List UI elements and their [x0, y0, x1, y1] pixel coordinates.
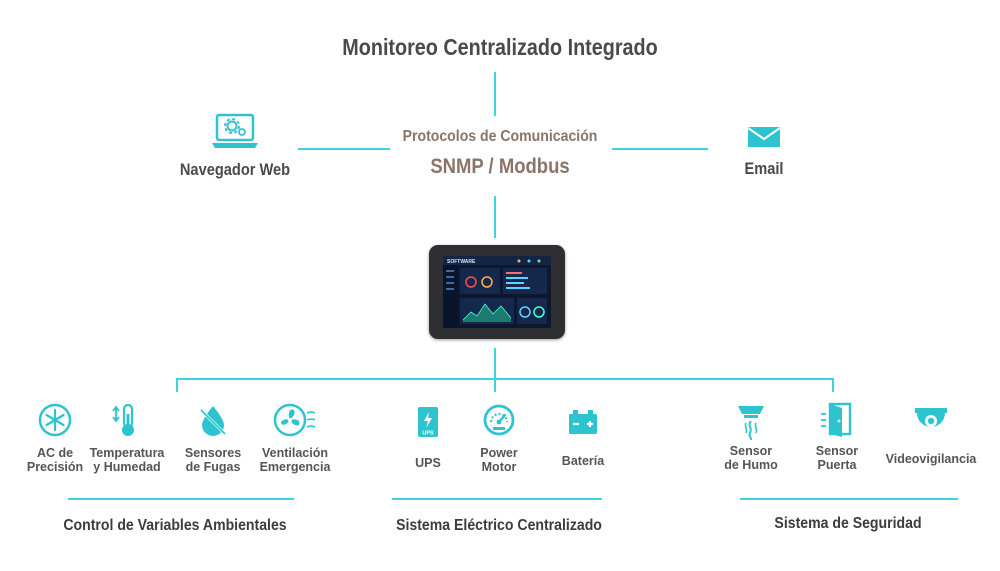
- item-label: Sensores de Fugas: [184, 446, 242, 474]
- bus-horizontal: [176, 378, 834, 380]
- protocol-value: SNMP / Modbus: [430, 155, 570, 178]
- browser-label: Navegador Web: [179, 160, 291, 179]
- group-underline-environment: [68, 498, 294, 500]
- item-leak-sensors: Sensores de Fugas: [158, 402, 268, 474]
- item-emergency-ventilation: Ventilación Emergencia: [240, 402, 350, 474]
- tablet-screen: SOFTWARE: [443, 256, 551, 328]
- item-label: AC de Precisión: [26, 446, 84, 474]
- group-label-security: Sistema de Seguridad: [774, 515, 922, 532]
- item-label: Videovigilancia: [885, 452, 977, 466]
- group-label-electrical: Sistema Eléctrico Centralizado: [396, 517, 602, 534]
- connector-browser: [298, 148, 390, 150]
- item-power-motor: Power Motor: [444, 402, 554, 474]
- battery-icon: [569, 410, 597, 434]
- bus-drop-left: [176, 378, 178, 392]
- fan-icon: [273, 403, 316, 437]
- dashboard-graphic: SOFTWARE: [443, 256, 551, 328]
- browser-node: Navegador Web: [170, 112, 300, 180]
- svg-text:UPS: UPS: [422, 431, 434, 437]
- laptop-gear-icon: [212, 113, 258, 148]
- smoke-detector-icon: [738, 406, 764, 440]
- gauge-icon: [483, 404, 515, 436]
- email-node: Email: [714, 126, 814, 179]
- item-label: Sensor Puerta: [815, 444, 859, 472]
- item-label: Temperatura y Humedad: [89, 446, 165, 474]
- item-label: Batería: [561, 454, 605, 468]
- item-label: Sensor de Humo: [724, 444, 778, 472]
- connector-device-bus: [494, 348, 496, 380]
- group-label-environment: Control de Variables Ambientales: [63, 517, 287, 534]
- monitoring-tablet: SOFTWARE: [429, 245, 565, 339]
- item-temperature-humidity: Temperatura y Humedad: [72, 402, 182, 474]
- bus-drop-right: [832, 378, 834, 392]
- email-label: Email: [744, 159, 784, 178]
- ups-icon: UPS: [418, 407, 438, 437]
- tablet-brand: SOFTWARE: [447, 259, 476, 265]
- item-label: Ventilación Emergencia: [259, 446, 331, 474]
- protocol-label: Protocolos de Comunicación: [402, 128, 598, 145]
- item-ac-precision: AC de Precisión: [0, 402, 110, 474]
- diagram-title: Monitoreo Centralizado Integrado: [342, 34, 658, 60]
- group-underline-electrical: [392, 498, 602, 500]
- item-ups: UPS UPS: [373, 404, 483, 470]
- envelope-icon: [747, 127, 781, 147]
- snowflake-icon: [38, 403, 72, 437]
- item-label: Power Motor: [480, 446, 518, 474]
- connector-protocol-device: [494, 196, 496, 238]
- bus-drop-center: [494, 378, 496, 392]
- connector-email: [612, 148, 708, 150]
- thermometer-icon: [112, 403, 134, 436]
- item-video-surveillance: Videovigilancia: [876, 404, 986, 466]
- item-smoke-sensor: Sensor de Humo: [696, 400, 806, 472]
- item-door-sensor: Sensor Puerta: [782, 400, 892, 472]
- camera-icon: [915, 408, 947, 427]
- connector-title-protocol: [494, 72, 496, 116]
- group-underline-security: [740, 498, 958, 500]
- item-label: UPS: [415, 456, 441, 470]
- item-battery: Batería: [528, 404, 638, 468]
- door-sensor-icon: [821, 402, 852, 437]
- water-leak-icon: [199, 406, 227, 436]
